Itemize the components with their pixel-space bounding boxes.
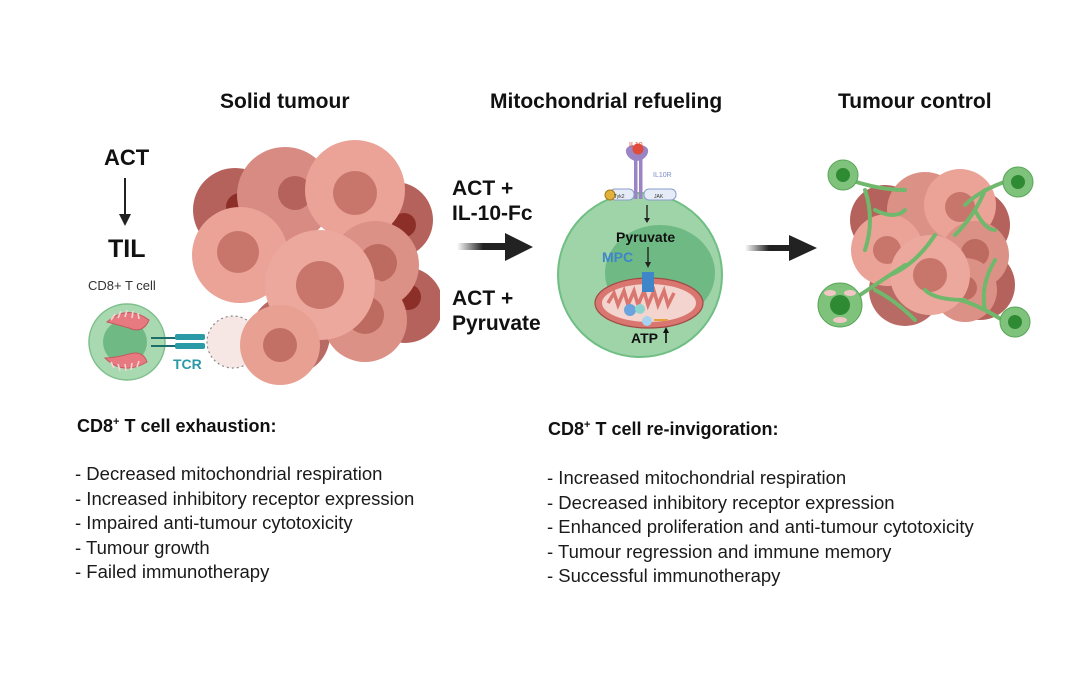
treatment-il10-line1: ACT + [452, 177, 514, 200]
t-cell [827, 159, 859, 191]
right-arrow-icon [745, 235, 817, 261]
exhaustion-title-sup: + [113, 416, 120, 428]
mitochondrion-icon [105, 309, 150, 331]
mitochondrion-icon [594, 277, 704, 329]
refueled-t-cell-illustration: Tyk2 JAK IL10 IL10R Pyruvate MPC ATP [557, 142, 723, 358]
list-item: - Tumour growth [75, 536, 210, 558]
list-item: - Failed immunotherapy [75, 561, 270, 582]
jak-box [643, 188, 677, 201]
molecule-icon [642, 316, 652, 326]
exhaustion-title-prefix: CD8 [77, 416, 114, 436]
tumour-cell [192, 207, 288, 303]
reinvigoration-title: CD8+ T cell re-invigoration: [548, 419, 778, 440]
reinvigoration-list: - Increased mitochondrial respiration - … [547, 466, 974, 589]
il10r-label: IL10R [653, 172, 672, 179]
up-arrow-icon [663, 327, 669, 343]
list-item: - Increased inhibitory receptor expressi… [75, 487, 415, 509]
mitochondrion-icon [103, 352, 148, 372]
tyk2-label: Tyk2 [614, 194, 625, 200]
list-item: - Impaired anti-tumour cytotoxicity [75, 512, 353, 533]
t-cell [999, 306, 1031, 338]
tumour-control-illustration [817, 159, 1034, 338]
header-solid-tumour: Solid tumour [220, 90, 350, 113]
header-tumour-control: Tumour control [838, 90, 992, 113]
list-item: - Successful immunotherapy [547, 565, 781, 586]
list-item: - Enhanced proliferation and anti-tumour… [547, 516, 974, 537]
reinvigoration-title-sup: + [584, 419, 591, 431]
molecule-icon [624, 304, 636, 316]
tcr-receptor-icon [151, 334, 205, 349]
mpc-label: MPC [602, 249, 633, 265]
list-item: - Decreased inhibitory receptor expressi… [547, 491, 895, 513]
list-item: - Decreased mitochondrial respiration [75, 463, 383, 484]
pyruvate-label: Pyruvate [616, 229, 675, 245]
header-mitochondrial-refueling: Mitochondrial refueling [490, 90, 723, 113]
down-arrow-icon [119, 178, 131, 226]
mpc-transporter-icon [642, 272, 654, 292]
list-item: - Increased mitochondrial respiration [547, 467, 847, 488]
exhaustion-list: - Decreased mitochondrial respiration - … [75, 462, 414, 585]
down-arrow-icon [644, 205, 650, 223]
jak-label: JAK [654, 194, 664, 200]
il10-ligand [632, 143, 644, 155]
tcr-label: TCR [173, 356, 202, 372]
down-arrow-icon [645, 247, 651, 268]
treatment-pyruvate-line1: ACT + [452, 287, 514, 310]
tumour-cluster [850, 169, 1015, 326]
t-cell-illustration [88, 303, 260, 381]
exhaustion-title-suffix: T cell exhaustion: [119, 416, 277, 436]
reinvigoration-title-suffix: T cell re-invigoration: [590, 419, 779, 439]
right-arrow-icon [457, 233, 533, 261]
atp-label: ATP [631, 330, 658, 346]
tumour-cell [305, 140, 405, 240]
phosphate-icon [604, 189, 616, 201]
t-cell [1002, 166, 1034, 198]
treatment-il10-line2: IL-10-Fc [452, 202, 533, 225]
molecule-icon [635, 304, 645, 314]
cd8-t-cell-label: CD8+ T cell [88, 278, 156, 293]
til-label: TIL [108, 235, 146, 263]
t-cell [817, 282, 863, 328]
reinvigoration-title-prefix: CD8 [548, 419, 585, 439]
list-item: - Tumour regression and immune memory [547, 540, 892, 562]
act-label: ACT [104, 145, 150, 170]
il10-label: IL10 [629, 142, 643, 149]
il10-receptor-icon [625, 143, 649, 199]
tumour-cell [240, 305, 320, 385]
treatment-pyruvate: ACT + Pyruvate [452, 286, 541, 336]
treatment-il10: ACT + IL-10-Fc [452, 176, 533, 226]
exhaustion-title: CD8+ T cell exhaustion: [77, 416, 277, 437]
treatment-pyruvate-line2: Pyruvate [452, 312, 541, 335]
solid-tumour-illustration [192, 140, 440, 385]
